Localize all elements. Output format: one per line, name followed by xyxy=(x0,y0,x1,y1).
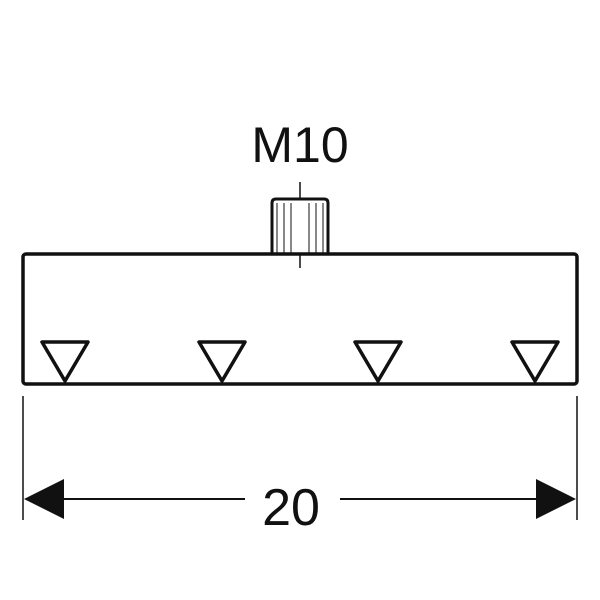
teeth xyxy=(40,340,560,383)
thread-label: M10 xyxy=(251,117,348,173)
arrowhead-left xyxy=(24,479,64,519)
tooth-1 xyxy=(40,340,90,383)
tooth-3 xyxy=(353,340,403,383)
arrowhead-right xyxy=(536,479,576,519)
tooth-2 xyxy=(197,340,247,383)
threaded-stud xyxy=(270,197,330,254)
bar-body xyxy=(21,252,579,386)
dimension-label: 20 xyxy=(262,479,320,537)
tooth-4 xyxy=(510,340,560,383)
